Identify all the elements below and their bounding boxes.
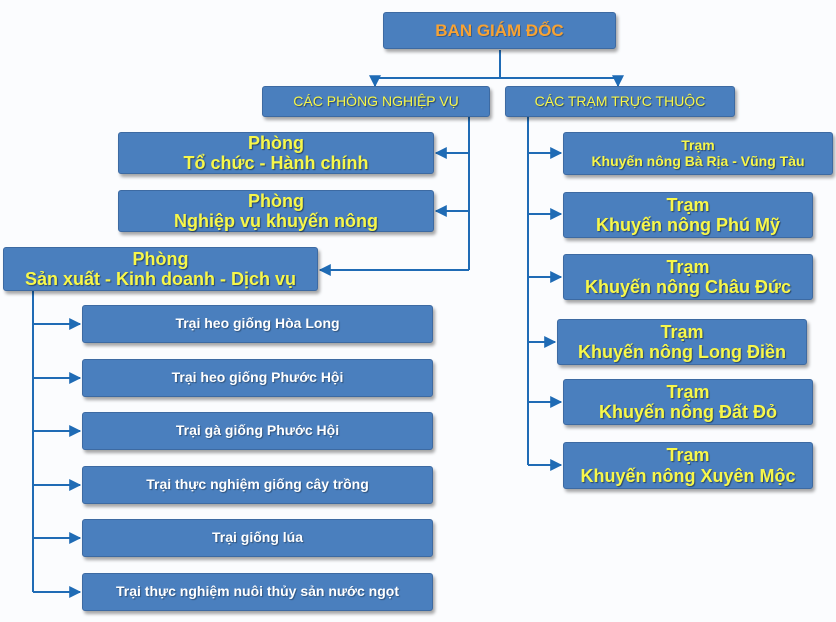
station-title: Trạm <box>666 381 710 402</box>
station-node: Trạm Khuyến nông Đất Đỏ <box>563 379 813 425</box>
farm-name: Trại thực nghiệm giống cây trồng <box>146 476 369 493</box>
farm-name: Trại thực nghiệm nuôi thủy sản nước ngọt <box>115 583 399 600</box>
department-node: Phòng Sản xuất - Kinh doanh - Dịch vụ <box>3 247 318 291</box>
branch-stations: CÁC TRẠM TRỰC THUỘC <box>505 86 735 117</box>
branch-stations-label: CÁC TRẠM TRỰC THUỘC <box>534 92 706 109</box>
top-node-label: BAN GIÁM ĐỐC <box>435 20 564 40</box>
station-title: Trạm <box>660 321 704 342</box>
station-title: Trạm <box>666 256 710 277</box>
farm-name: Trại heo giống Hòa Long <box>175 315 340 332</box>
branch-departments-label: CÁC PHÒNG NGHIỆP VỤ <box>293 92 459 109</box>
station-name: Khuyến nông Long Điền <box>578 342 786 362</box>
farm-node: Trại thực nghiệm nuôi thủy sản nước ngọt <box>82 573 433 611</box>
department-title: Phòng <box>248 190 304 211</box>
station-title: Trạm <box>681 136 715 153</box>
station-title: Trạm <box>666 194 710 215</box>
farm-name: Trại giống lúa <box>211 529 303 546</box>
department-node: Phòng Tổ chức - Hành chính <box>118 132 434 174</box>
station-name: Khuyến nông Phú Mỹ <box>596 215 780 235</box>
farm-node: Trại gà giống Phước Hội <box>82 412 433 450</box>
station-node: Trạm Khuyến nông Xuyên Mộc <box>563 442 813 489</box>
branch-departments: CÁC PHÒNG NGHIỆP VỤ <box>262 86 490 117</box>
department-name: Tổ chức - Hành chính <box>183 153 369 173</box>
station-name: Khuyến nông Xuyên Mộc <box>580 465 796 486</box>
station-name: Khuyến nông Đất Đỏ <box>599 402 777 422</box>
station-node: Trạm Khuyến nông Châu Đức <box>563 254 813 300</box>
farm-node: Trại giống lúa <box>82 519 433 557</box>
station-node: Trạm Khuyến nông Phú Mỹ <box>563 192 813 238</box>
department-node: Phòng Nghiệp vụ khuyến nông <box>118 190 434 232</box>
station-node: Trạm Khuyến nông Bà Rịa - Vũng Tàu <box>563 132 833 175</box>
department-name: Sản xuất - Kinh doanh - Dịch vụ <box>24 269 296 289</box>
farm-name: Trại heo giống Phước Hội <box>171 369 344 386</box>
top-node: BAN GIÁM ĐỐC <box>383 12 616 49</box>
farm-node: Trại heo giống Hòa Long <box>82 305 433 343</box>
station-name: Khuyến nông Bà Rịa - Vũng Tàu <box>591 152 805 169</box>
station-node: Trạm Khuyến nông Long Điền <box>557 319 807 365</box>
farm-node: Trại thực nghiệm giống cây trồng <box>82 466 433 504</box>
station-title: Trạm <box>666 445 710 466</box>
farm-node: Trại heo giống Phước Hội <box>82 359 433 397</box>
department-title: Phòng <box>132 248 189 269</box>
farm-name: Trại gà giống Phước Hội <box>175 422 340 439</box>
station-name: Khuyến nông Châu Đức <box>584 277 792 297</box>
department-name: Nghiệp vụ khuyến nông <box>173 211 378 231</box>
department-title: Phòng <box>248 132 304 153</box>
